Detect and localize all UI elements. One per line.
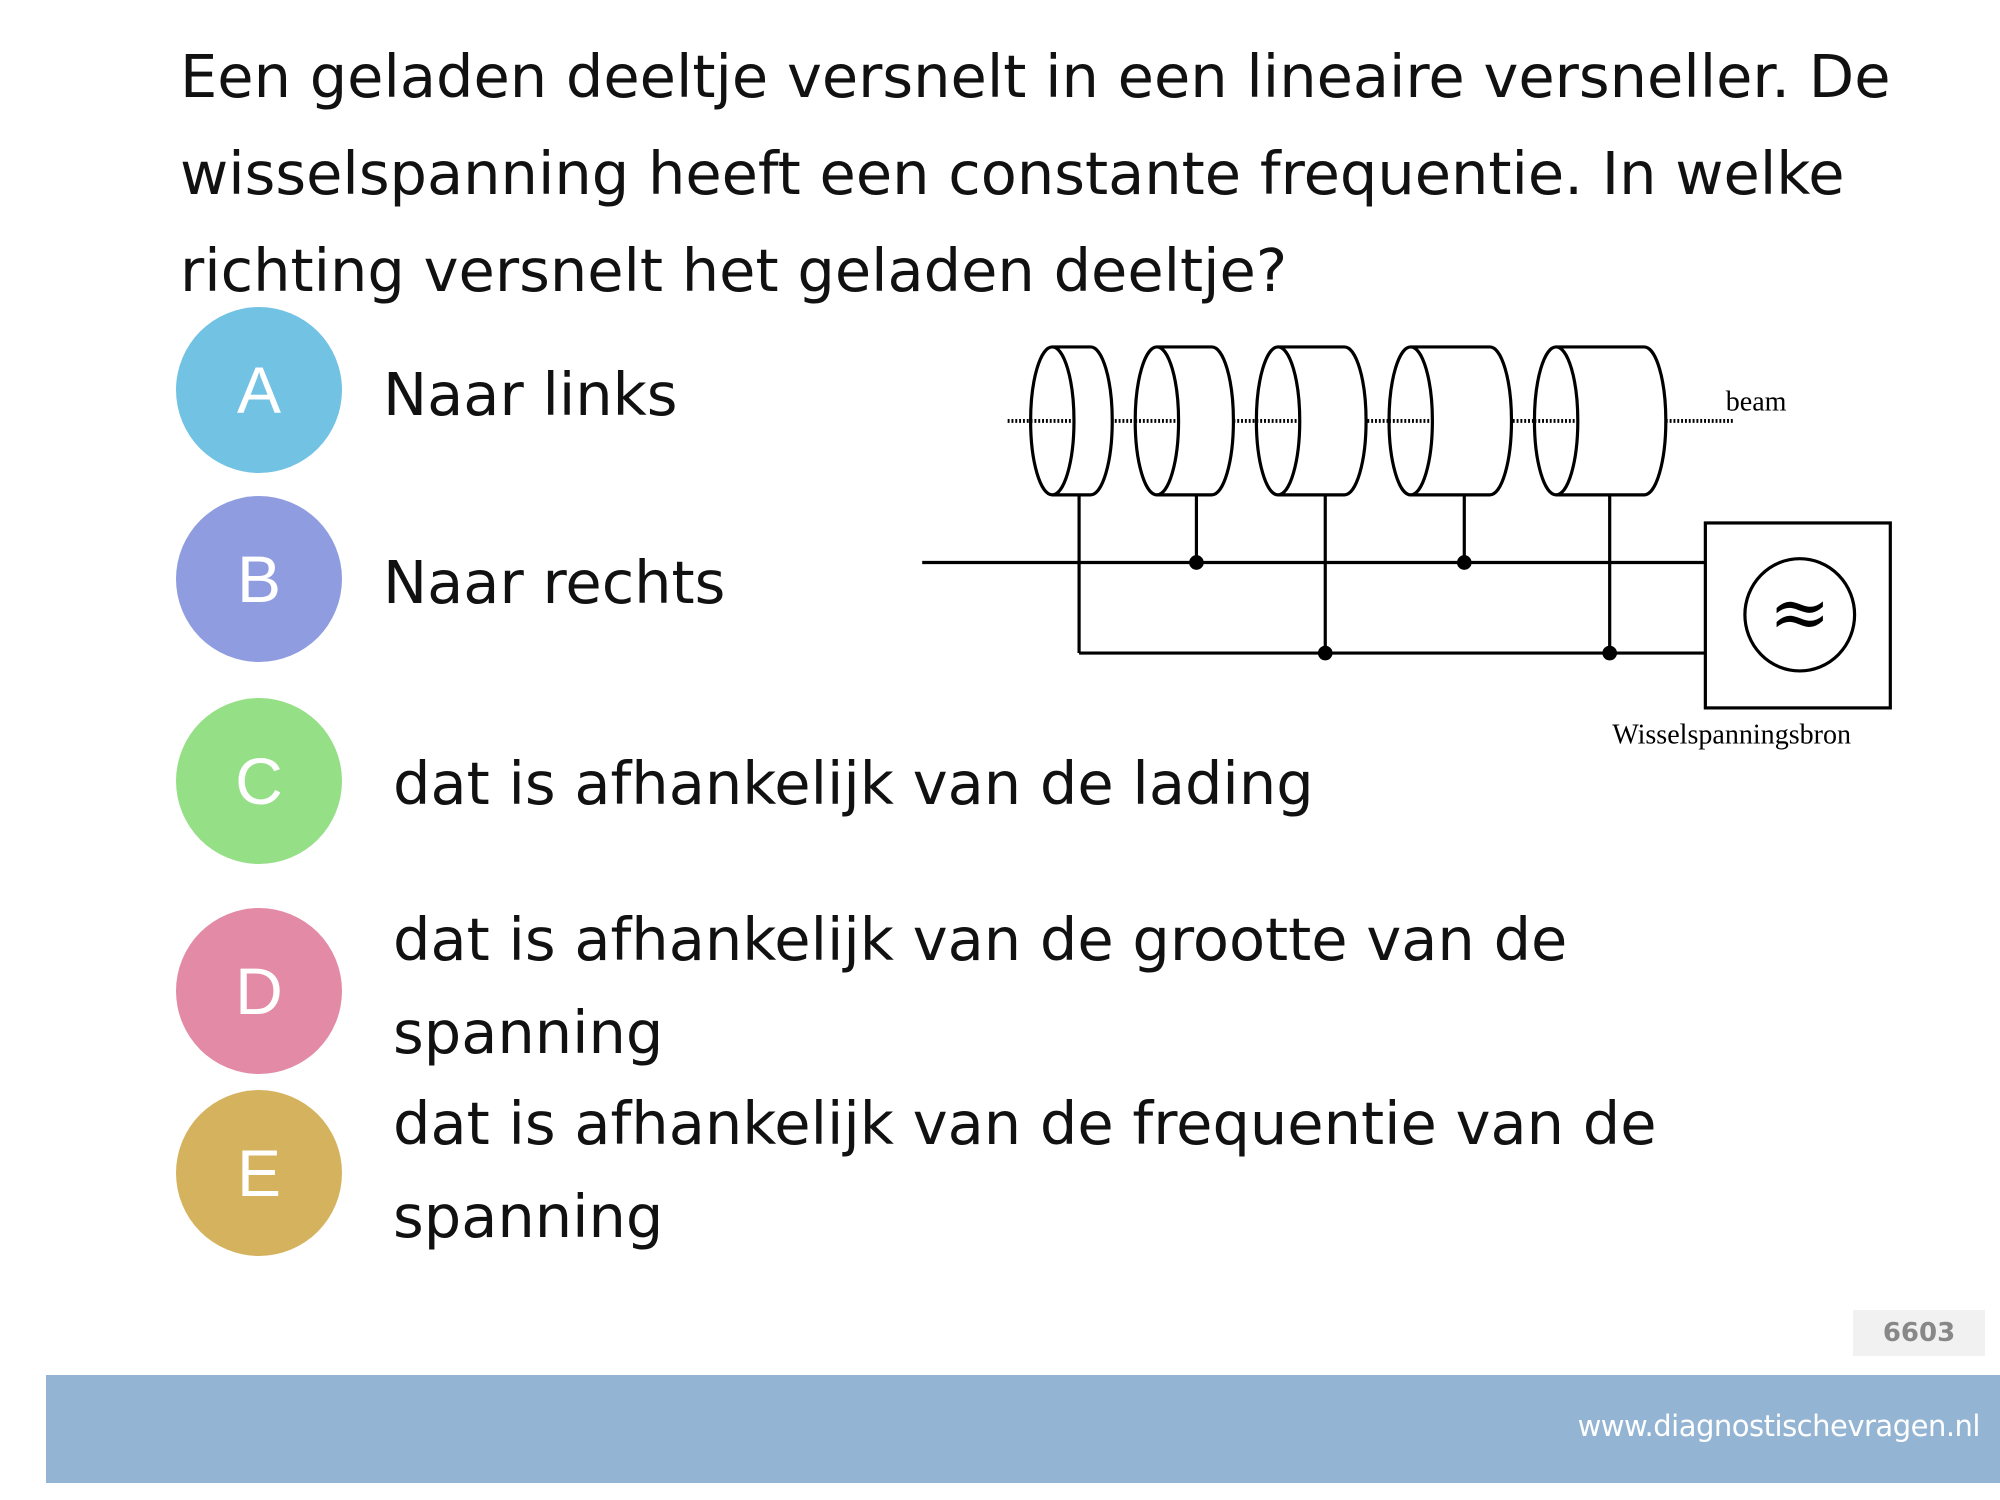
option-e-button[interactable]: E xyxy=(176,1090,342,1256)
footer-bar: www.diagnostischevragen.nl xyxy=(46,1375,2000,1483)
option-e-text[interactable]: dat is afhankelijk van de frequentie van… xyxy=(393,1089,1657,1251)
option-letter: A xyxy=(236,353,282,427)
question-id-badge: 6603 xyxy=(1853,1310,1985,1356)
drift-tube xyxy=(1029,345,1114,497)
ac-symbol: ≈ xyxy=(1769,570,1831,656)
option-c-button[interactable]: C xyxy=(176,698,342,864)
option-b-text[interactable]: Naar rechts xyxy=(383,548,726,617)
option-d-text[interactable]: dat is afhankelijk van de grootte van de… xyxy=(393,905,1568,1067)
drift-tube xyxy=(1532,345,1668,497)
option-b-button[interactable]: B xyxy=(176,496,342,662)
option-letter: B xyxy=(236,542,282,616)
source-label: Wisselspanningsbron xyxy=(1612,720,1851,751)
ac-source-icon xyxy=(1743,557,1857,673)
wiring xyxy=(922,496,1706,661)
ac-source-box xyxy=(1703,521,1892,710)
option-letter: D xyxy=(235,954,283,1028)
option-letter: C xyxy=(235,744,283,818)
option-c-text[interactable]: dat is afhankelijk van de lading xyxy=(393,749,1314,818)
question-text: Een geladen deeltje versnelt in een line… xyxy=(180,42,1891,305)
drift-tubes xyxy=(1029,345,1668,497)
option-d-button[interactable]: D xyxy=(176,908,342,1074)
option-letter: E xyxy=(236,1136,282,1210)
website-link[interactable]: www.diagnostischevragen.nl xyxy=(1577,1409,1981,1443)
drift-tube xyxy=(1254,345,1368,497)
drift-tube xyxy=(1387,345,1514,497)
option-a-text[interactable]: Naar links xyxy=(383,360,678,429)
option-a-button[interactable]: A xyxy=(176,307,342,473)
beam-label: beam xyxy=(1726,387,1787,418)
drift-tube xyxy=(1133,345,1235,497)
